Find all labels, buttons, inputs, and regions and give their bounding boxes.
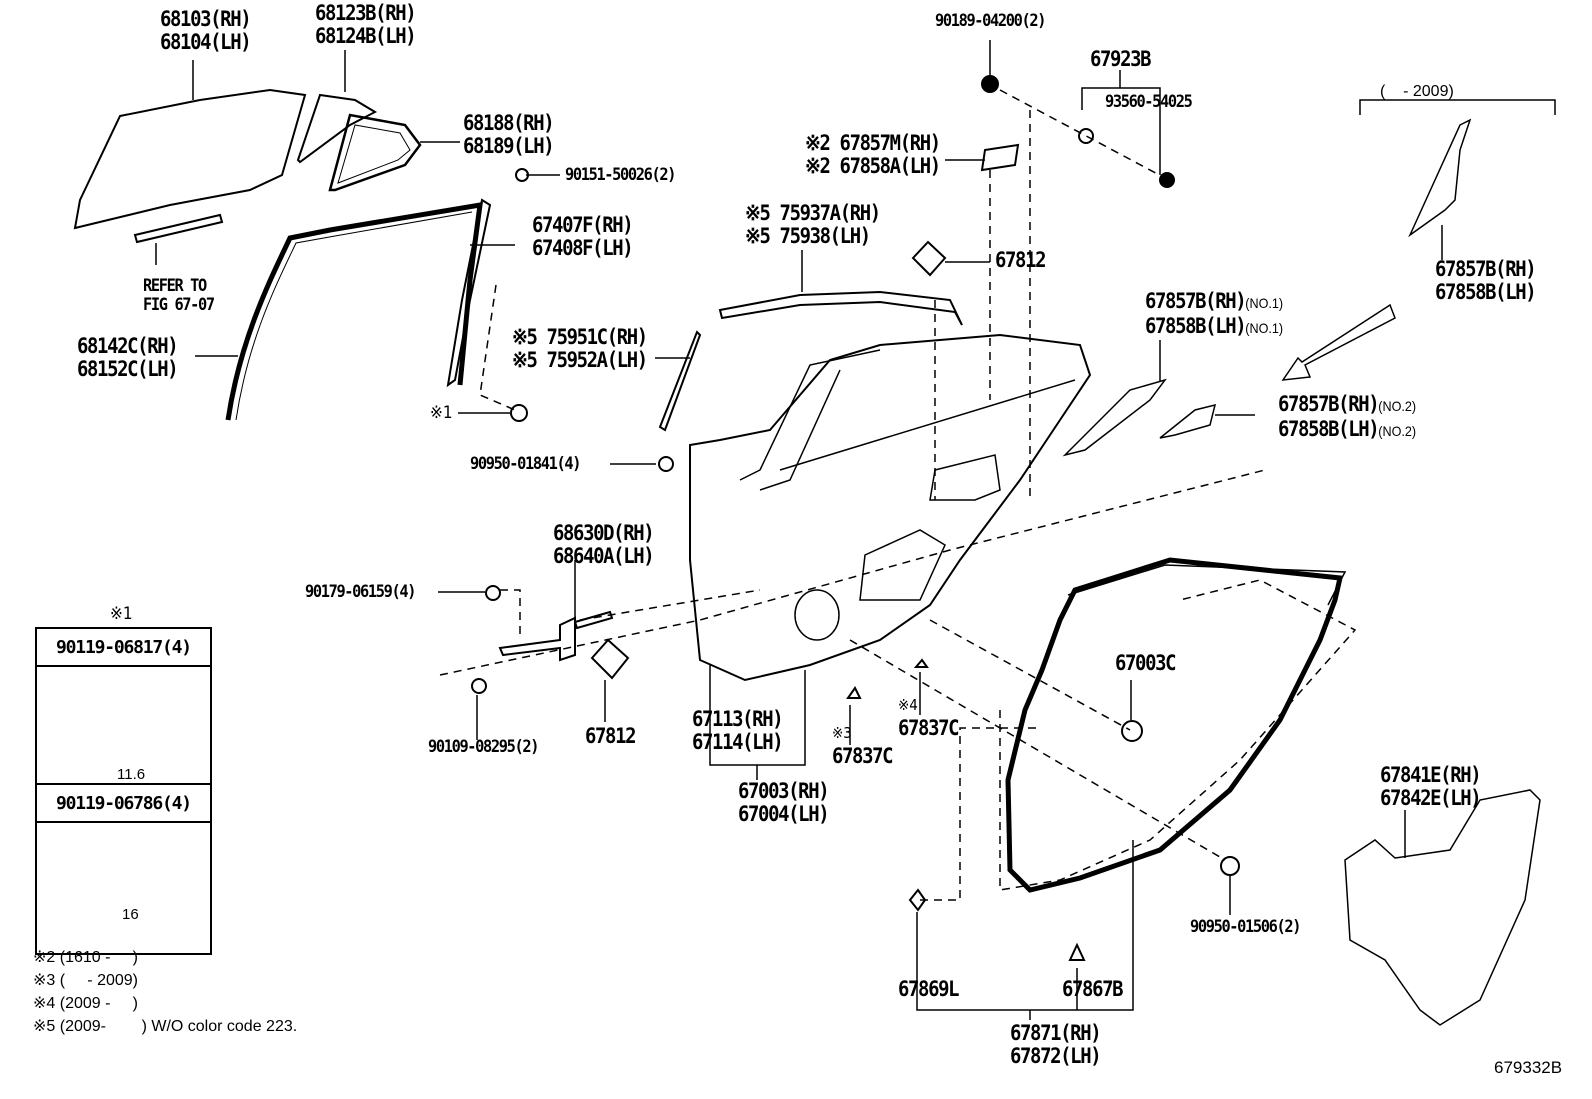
callout-screw-group: 93560-54025	[1105, 92, 1193, 112]
callout-stopper: 67003C	[1115, 651, 1177, 675]
footnote-2: ※2 (1610 - )	[33, 949, 138, 966]
clip-67869l	[908, 888, 927, 912]
callout-nut-lower: 90950-01506(2)	[1190, 917, 1301, 937]
bolt-90109	[471, 678, 487, 694]
bracket-67857m	[980, 143, 1020, 172]
weatherstrip	[1005, 557, 1344, 893]
service-hole-cover-top	[911, 240, 947, 277]
figure-number: 679332B	[1494, 1058, 1563, 1077]
service-hole-cover-bottom	[590, 638, 630, 680]
glass-belt-trim	[133, 213, 224, 244]
clip-67837c-3	[846, 686, 862, 699]
division-bar	[446, 198, 492, 388]
callout-division-bar: 67407F(RH) 67408F(LH)	[532, 213, 634, 260]
door-check	[498, 616, 576, 662]
callout-belt-moulding: ※5 75937A(RH) ※5 75938(LH)	[745, 201, 881, 248]
nut-90950-lower	[1220, 856, 1240, 876]
inset-bolt-2-length: 16	[122, 906, 139, 923]
belt-moulding	[718, 290, 963, 326]
inset-ref: ※1	[110, 604, 133, 624]
quarter-glass-seal	[328, 113, 422, 192]
callout-run-channel: 68142C(RH) 68152C(LH)	[77, 334, 179, 381]
callout-clip-837c-4: ※4 67837C	[898, 696, 960, 740]
speaker-hole	[794, 589, 840, 641]
pad-no2	[1159, 403, 1217, 439]
pad-upper-right	[1408, 118, 1472, 238]
callout-bracket-top: ※2 67857M(RH) ※2 67858A(LH)	[805, 131, 941, 178]
bolt-note1	[510, 404, 528, 422]
bolt-90179	[485, 585, 501, 601]
bolt-inset: 90119-06817(4) 11.6 90119-06786(4) 16	[35, 627, 212, 955]
inset-bolt-1-length: 11.6	[117, 766, 146, 783]
cap-67923b	[1078, 128, 1094, 144]
pad-no1	[1062, 378, 1167, 457]
callout-note1-ref: ※1	[430, 403, 453, 423]
door-shell	[689, 333, 1092, 682]
door-service-hole-upper	[929, 454, 1001, 501]
callout-service-hole-cover-top: 67812	[995, 248, 1046, 272]
callout-pad-no1: 67857B(RH)(NO.1) 67858B(LH)(NO.1)	[1145, 289, 1284, 338]
nut-90950-upper	[658, 456, 674, 472]
callout-pad-no2: 67857B(RH)(NO.2) 67858B(LH)(NO.2)	[1278, 392, 1417, 441]
footnotes: ※2 (1610 - ) ※3 ( - 2009) ※4 (2009 - ) ※…	[33, 946, 297, 1038]
clip-67867b	[1068, 942, 1086, 961]
rear-garnish	[658, 330, 702, 432]
callout-clip-top: 90189-04200(2)	[935, 11, 1046, 31]
quarter-glass-rear	[296, 93, 378, 164]
callout-quarter-glass-front: 68103(RH) 68104(LH)	[160, 7, 252, 54]
callout-refer-to: REFER TO FIG 67-07	[143, 276, 215, 315]
callout-door-assembly: 67003(RH) 67004(LH)	[738, 779, 830, 826]
callout-quarter-glass-rear: 68123B(RH) 68124B(LH)	[315, 1, 417, 48]
footnote-4: ※4 (2009 - )	[33, 995, 138, 1012]
callout-screw-top: 90151-50026(2)	[565, 165, 676, 185]
callout-weatherstrip: 67871(RH) 67872(LH)	[1010, 1021, 1102, 1068]
callout-clip-869l: 67869L	[898, 977, 960, 1001]
inset-bolt-2-part: 90119-06786(4)	[37, 785, 210, 823]
run-channel	[225, 201, 483, 421]
callout-clip-837c-3: ※3 67837C	[832, 724, 894, 768]
range-bracket	[1359, 99, 1556, 115]
silencer-pad	[1344, 789, 1541, 1026]
callout-nut-upper: 90950-01841(4)	[470, 454, 581, 474]
door-service-hole-lower	[859, 529, 946, 601]
callout-door-panel-outer: 67113(RH) 67114(LH)	[692, 707, 784, 754]
inset-bolt-1-part: 90119-06817(4)	[37, 629, 210, 667]
callout-clip-867b: 67867B	[1062, 977, 1124, 1001]
clip-67837c-4	[913, 658, 929, 668]
footnote-3: ※3 ( - 2009)	[33, 972, 138, 989]
callout-service-hole-cover-bottom: 67812	[585, 724, 636, 748]
clip-90189	[981, 75, 999, 93]
range-label-top: ( - 2009)	[1380, 83, 1454, 100]
screw-93560	[1159, 172, 1175, 188]
callout-quarter-glass-seal: 68188(RH) 68189(LH)	[463, 111, 555, 158]
callout-cover-group: 67923B	[1090, 47, 1152, 71]
callout-pad-upper-right: 67857B(RH) 67858B(LH)	[1435, 257, 1537, 304]
callout-bolt-check: 90179-06159(4)	[305, 582, 416, 602]
callout-door-check: 68630D(RH) 68640A(LH)	[553, 521, 655, 568]
footnote-5: ※5 (2009- ) W/O color code 223.	[33, 1018, 298, 1035]
stopper-67003c	[1121, 720, 1143, 742]
callout-silencer-pad: 67841E(RH) 67842E(LH)	[1380, 763, 1482, 810]
arrow-pad	[1281, 303, 1396, 381]
quarter-glass-front	[73, 88, 307, 230]
callout-rear-garnish: ※5 75951C(RH) ※5 75952A(LH)	[512, 325, 648, 372]
callout-bolt-lower: 90109-08295(2)	[428, 737, 539, 757]
